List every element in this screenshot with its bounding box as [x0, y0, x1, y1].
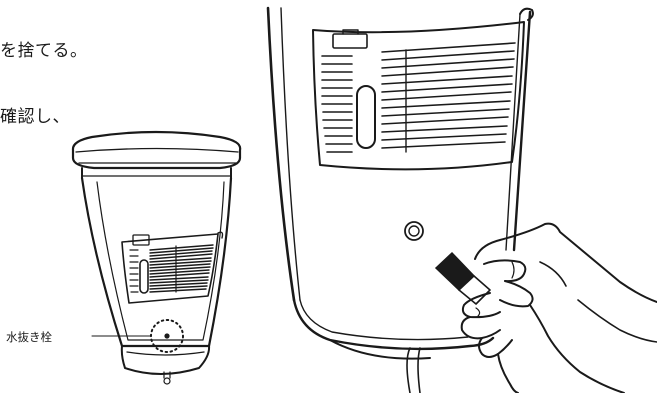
hand-drawing	[462, 224, 657, 393]
lid	[73, 132, 240, 178]
removed-drain-plug	[436, 253, 490, 304]
large-appliance-drawing	[268, 8, 657, 393]
large-grille	[322, 43, 515, 152]
small-drain-plug	[164, 333, 169, 338]
small-appliance-drawing	[73, 132, 240, 384]
large-drain-plug	[405, 222, 423, 240]
small-grille	[130, 245, 213, 292]
